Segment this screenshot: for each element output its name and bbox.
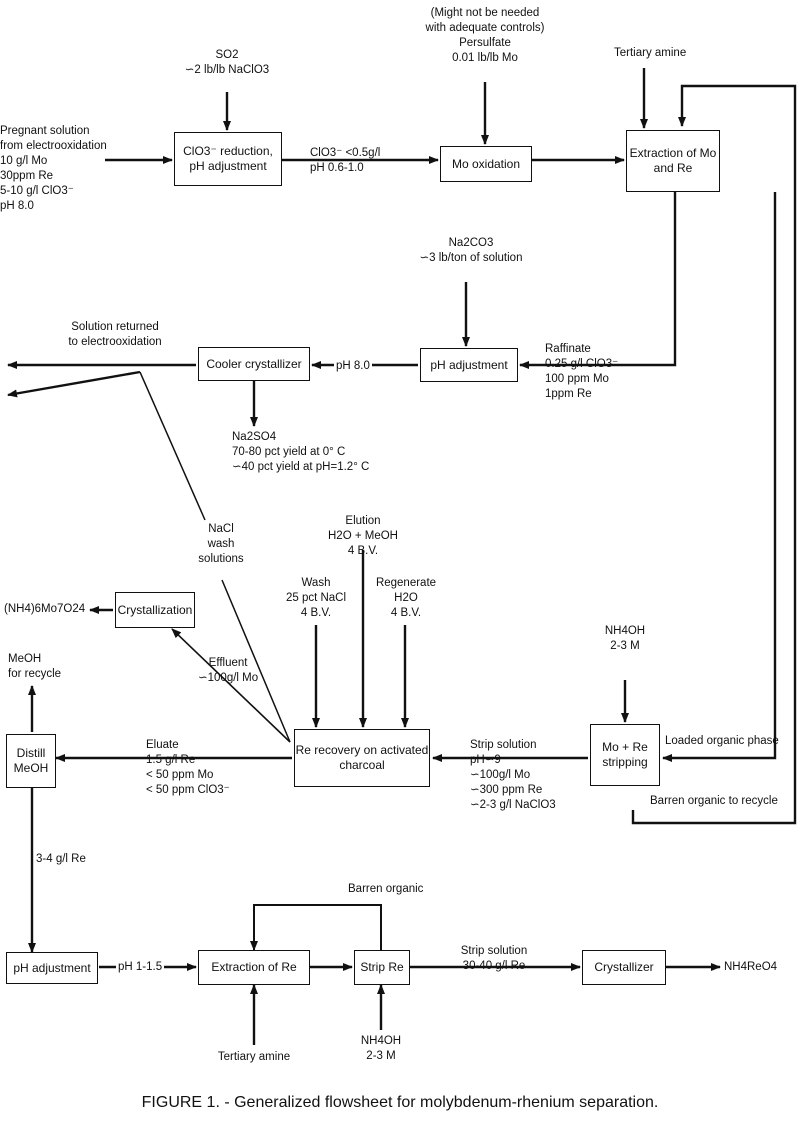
box-extraction-mo-re: Extraction of Mo and Re xyxy=(626,130,720,192)
label-barren-recycle: Barren organic to recycle xyxy=(650,795,778,807)
label-ammonium-molybdate: (NH4)6Mo7O24 xyxy=(4,603,86,615)
arrow-barren-return-top xyxy=(631,84,797,825)
box-clo3-reduction: ClO3⁻ reduction, pH adjustment xyxy=(174,132,282,186)
arrow-nacl-to-left xyxy=(7,370,141,398)
label-so2: SO2∽2 lb/lb NaClO3 xyxy=(184,49,270,76)
box-strip-re: Strip Re xyxy=(354,950,410,985)
arrow-raffinate xyxy=(519,192,677,369)
label-ph-8: pH 8.0 xyxy=(334,359,372,374)
label-na2co3: Na2CO3∽3 lb/ton of solution xyxy=(419,237,523,264)
arrow-loaded-organic xyxy=(662,192,777,762)
label-loaded-organic: Loaded organic phase xyxy=(665,735,779,747)
box-mo-oxidation: Mo oxidation xyxy=(440,146,532,182)
box-crystallization: Crystallization xyxy=(115,592,195,628)
label-effluent: Effluent∽100g/l Mo xyxy=(198,657,259,684)
line-nacl-from-recovery xyxy=(221,579,291,743)
box-re-recovery: Re recovery on activated charcoal xyxy=(294,729,430,787)
label-tertiary-amine-top: Tertiary amine xyxy=(614,47,687,59)
box-crystallizer: Crystallizer xyxy=(582,950,666,985)
box-cooler-crystallizer: Cooler crystallizer xyxy=(198,347,310,381)
box-distill-meoh: Distill MeOH xyxy=(6,734,56,788)
arrow-barren-organic-loop xyxy=(250,904,382,951)
label-nh4reo4: NH4ReO4 xyxy=(724,961,778,973)
arrow-nacl-wash xyxy=(139,371,206,521)
box-extraction-re: Extraction of Re xyxy=(198,950,310,985)
label-ph-1-1-5: pH 1-1.5 xyxy=(116,960,165,975)
box-ph-adjustment-top: pH adjustment xyxy=(420,348,518,382)
label-re-3-4: 3-4 g/l Re xyxy=(36,853,86,865)
label-barren-organic: Barren organic xyxy=(348,883,424,895)
figure-caption: FIGURE 1. - Generalized flowsheet for mo… xyxy=(141,1094,659,1111)
box-ph-adjustment-bottom: pH adjustment xyxy=(6,952,98,984)
label-tertiary-amine-bottom: Tertiary amine xyxy=(217,1051,291,1063)
arrow-effluent xyxy=(171,628,291,743)
box-mo-re-stripping: Mo + Re stripping xyxy=(590,724,660,786)
